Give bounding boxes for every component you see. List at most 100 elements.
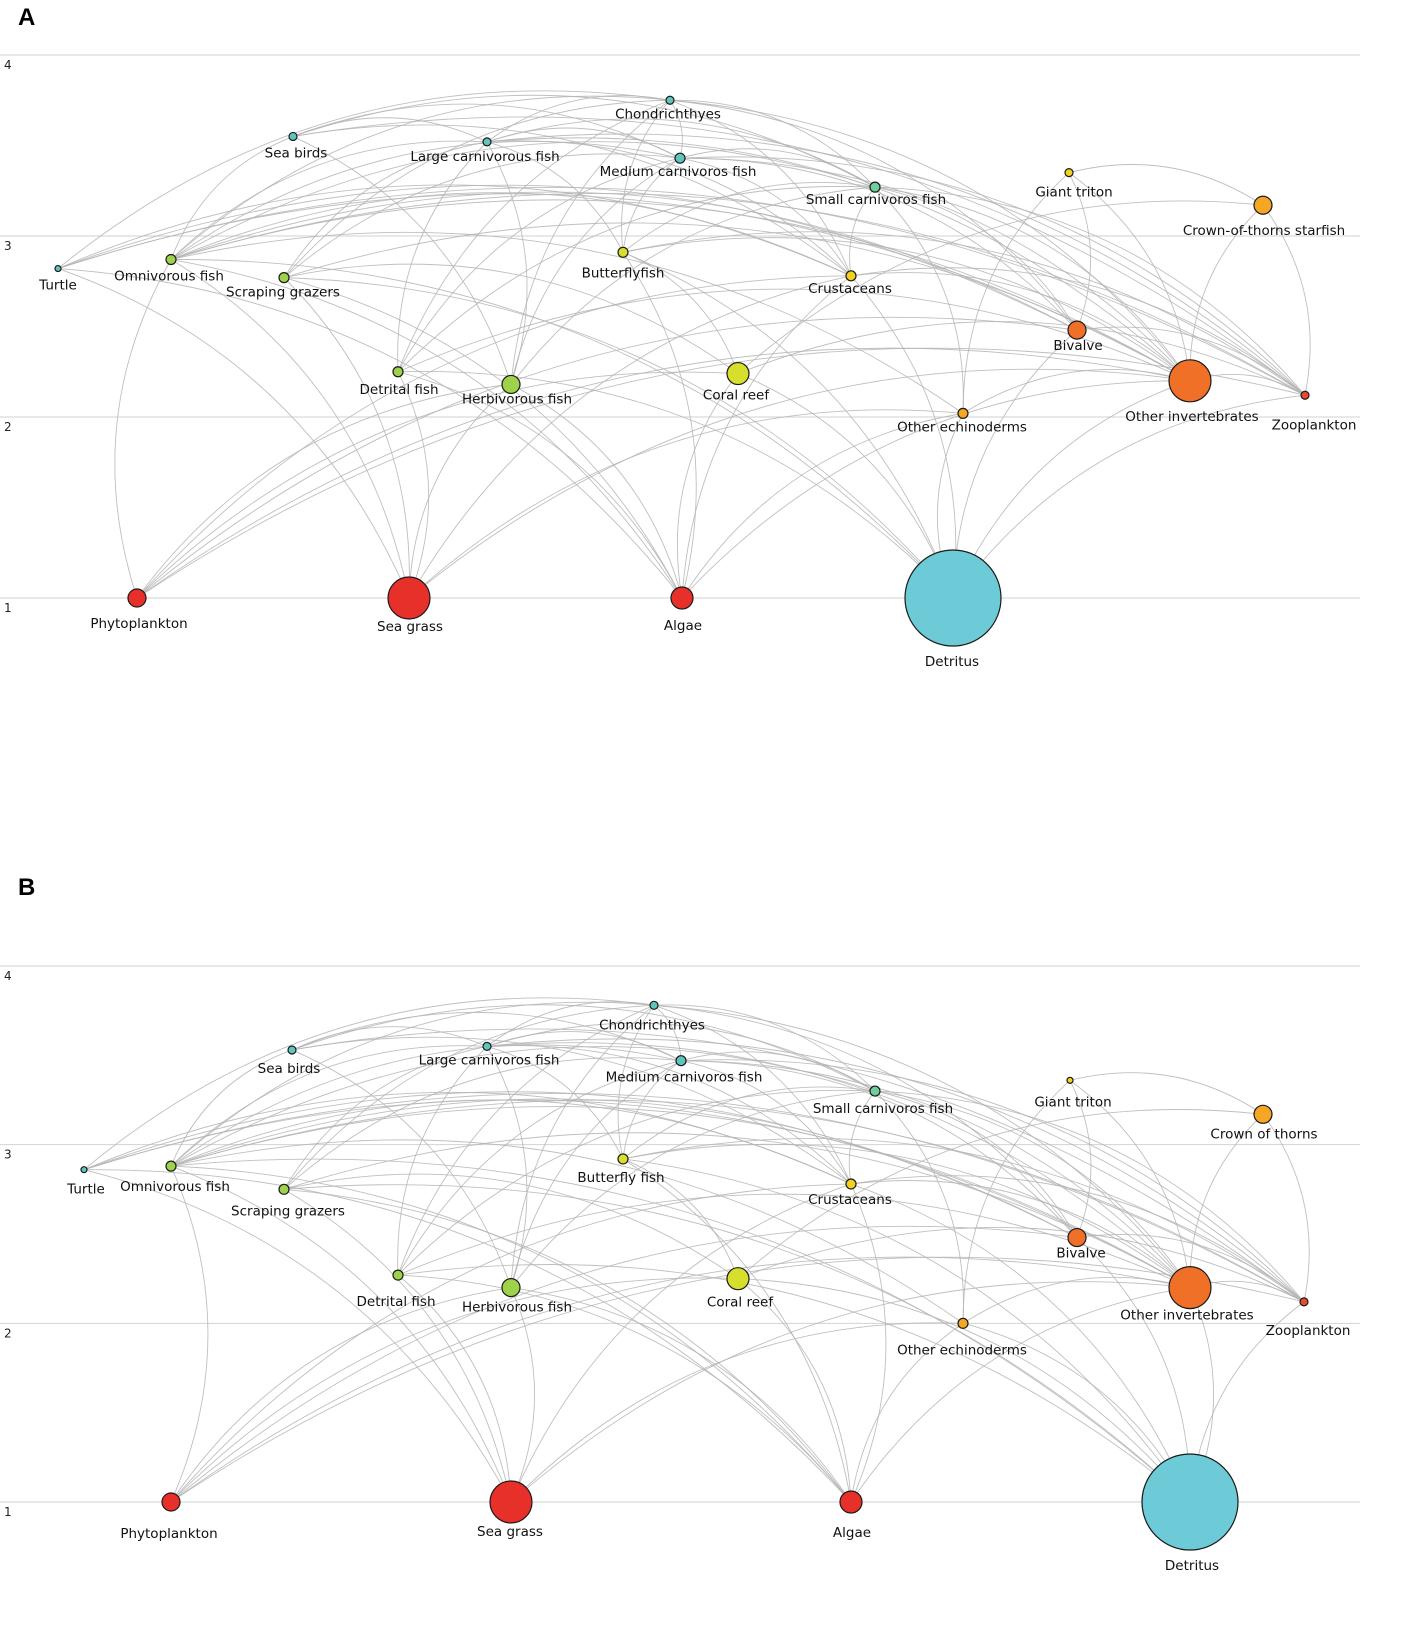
trophic-link-oech-alg xyxy=(850,1322,964,1503)
trophic-link-oinv-seag xyxy=(408,368,1191,599)
trophic-link-lcf-zoo xyxy=(486,1038,1305,1303)
trophic-link-cots-oinv xyxy=(1189,1113,1264,1288)
node-btf xyxy=(617,1153,629,1165)
trophic-link-oinv-alg xyxy=(681,380,1191,599)
trophic-link-oech-oinv xyxy=(962,1276,1191,1324)
node-label-chon: Chondrichthyes xyxy=(599,1017,705,1033)
panel-a-letter: A xyxy=(18,4,36,31)
node-label-mcf: Medium carnivoros fish xyxy=(606,1070,763,1086)
trophic-link-crus-alg xyxy=(850,1183,887,1503)
trophic-link-btf-oinv xyxy=(622,237,1191,382)
node-label-herb: Herbivorous fish xyxy=(462,1300,572,1316)
trophic-link-lcf-scg xyxy=(283,141,488,278)
trophic-link-omf-biv xyxy=(170,1098,1078,1238)
trophic-link-mcf-biv xyxy=(679,157,1078,331)
panel-b-letter: B xyxy=(18,874,36,901)
node-cots xyxy=(1253,195,1273,215)
node-label-biv: Bivalve xyxy=(1056,1246,1105,1262)
trophic-link-turt-zoo xyxy=(57,187,1306,396)
node-coral xyxy=(726,361,750,386)
trophic-link-chon-scf xyxy=(653,1004,876,1092)
trophic-link-seab-lcf xyxy=(292,117,488,143)
trophic-link-btf-zoo xyxy=(622,231,1306,396)
trophic-link-gtr-biv xyxy=(1068,172,1091,331)
node-chon xyxy=(665,95,675,105)
trophic-link-scf-zoo xyxy=(874,1090,1305,1303)
trophic-link-zoo-phy xyxy=(170,1256,1305,1503)
trophic-link-turt-oinv xyxy=(83,1099,1191,1288)
y-tick-label: 3 xyxy=(4,239,12,253)
node-label-oinv: Other invertebrates xyxy=(1125,409,1258,425)
node-label-gtr: Giant triton xyxy=(1034,1094,1111,1110)
node-label-chon: Chondrichthyes xyxy=(615,106,721,122)
trophic-link-herb-alg xyxy=(510,384,683,599)
node-label-det: Detritus xyxy=(925,654,979,670)
trophic-link-coral-zoo xyxy=(737,321,1306,396)
trophic-link-mcf-scf xyxy=(680,1051,876,1092)
node-seab xyxy=(288,131,298,142)
node-crus xyxy=(845,270,857,282)
node-label-zoo: Zooplankton xyxy=(1266,1323,1351,1339)
trophic-link-detf-det xyxy=(397,370,954,599)
node-label-det: Detritus xyxy=(1165,1558,1219,1574)
trophic-link-crus-zoo xyxy=(850,267,1306,396)
y-tick-label: 2 xyxy=(4,420,12,434)
trophic-link-lcf-scg xyxy=(283,1045,488,1190)
trophic-link-lcf-detf xyxy=(397,141,488,372)
trophic-link-cots-zoo xyxy=(1262,1114,1310,1302)
trophic-link-turt-crus xyxy=(57,184,852,277)
trophic-link-lcf-omf xyxy=(170,140,488,260)
trophic-link-biv-zoo xyxy=(1076,1233,1305,1303)
node-label-gtr: Giant triton xyxy=(1035,185,1112,201)
node-mcf xyxy=(675,1055,687,1067)
node-label-alg: Algae xyxy=(833,1525,871,1541)
trophic-link-omf-zoo xyxy=(170,193,1306,396)
trophic-link-seab-scf xyxy=(291,1004,876,1092)
trophic-link-gtr-oinv xyxy=(1069,1079,1191,1288)
trophic-link-turt-seag xyxy=(83,1169,512,1503)
trophic-link-scf-omf xyxy=(170,141,876,260)
trophic-link-oinv-seag xyxy=(510,1281,1191,1503)
trophic-link-crus-phy xyxy=(170,1183,852,1503)
trophic-link-zoo-det xyxy=(952,394,1306,599)
node-label-mcf: Medium carnivoros fish xyxy=(600,164,757,180)
trophic-link-btf-oinv xyxy=(622,1143,1191,1288)
trophic-link-scf-detf xyxy=(397,185,876,373)
trophic-link-scg-det xyxy=(283,277,954,599)
node-mcf xyxy=(674,152,686,164)
node-omf xyxy=(165,253,177,266)
node-label-turt: Turtle xyxy=(66,1182,105,1198)
trophic-link-oinv-phy xyxy=(170,1256,1191,1503)
trophic-link-oech-alg xyxy=(681,412,964,599)
node-label-phy: Phytoplankton xyxy=(120,1526,217,1542)
trophic-link-detf-det xyxy=(397,1264,1191,1503)
trophic-link-btf-alg xyxy=(622,252,697,599)
trophic-link-scg-det xyxy=(283,1184,1191,1503)
node-label-btf: Butterflyfish xyxy=(582,265,665,281)
trophic-link-btf-coral xyxy=(622,251,739,374)
trophic-link-omf-phy xyxy=(114,259,172,599)
node-oinv xyxy=(1168,1266,1212,1310)
node-zoo xyxy=(1299,1297,1309,1307)
trophic-link-coral-phy xyxy=(136,371,739,599)
trophic-link-herb-phy xyxy=(170,1287,512,1503)
node-cots xyxy=(1253,1104,1273,1124)
trophic-link-coral-phy xyxy=(170,1277,739,1503)
trophic-link-chon-detf xyxy=(397,99,671,372)
trophic-link-omf-det xyxy=(170,1158,1191,1503)
node-seab xyxy=(287,1045,297,1055)
node-label-coral: Coral reef xyxy=(707,1295,774,1311)
trophic-link-crus-seag xyxy=(408,275,852,599)
node-label-scf: Small carnivoros fish xyxy=(813,1101,953,1117)
node-scg xyxy=(278,1183,290,1195)
trophic-link-scg-alg xyxy=(283,277,683,599)
trophic-link-turt-zoo xyxy=(83,1092,1305,1303)
y-tick-label: 4 xyxy=(4,58,12,72)
node-lcf xyxy=(482,137,492,147)
trophic-link-lcf-crus xyxy=(486,1045,852,1185)
node-detf xyxy=(392,366,404,378)
node-biv xyxy=(1067,1227,1087,1248)
node-label-btf: Butterfly fish xyxy=(577,1170,664,1186)
trophic-link-herb-alg xyxy=(510,1287,852,1503)
trophic-link-detf-seag xyxy=(397,371,430,599)
